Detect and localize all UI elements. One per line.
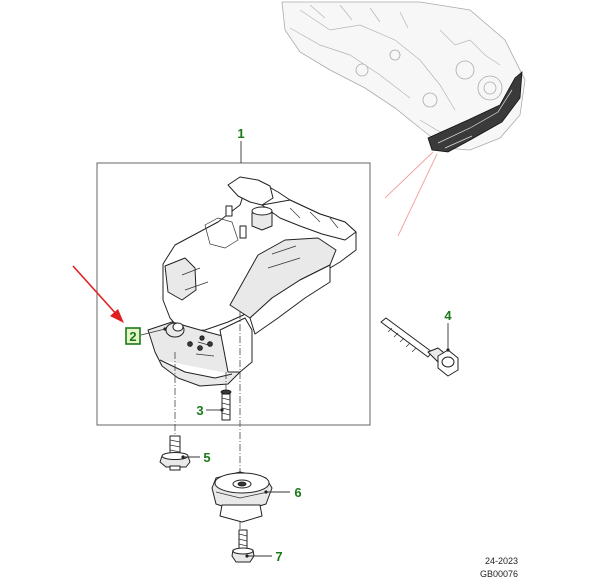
drawing-code: GB00076 <box>480 569 518 579</box>
callout-1: 1 <box>237 126 244 141</box>
callout-2: 2 <box>129 329 136 344</box>
callout-5: 5 <box>203 450 210 465</box>
mount-location-highlight <box>427 71 523 153</box>
assembly-frame <box>96 162 371 426</box>
mounting-bracket <box>147 176 357 387</box>
callout-6: 6 <box>294 485 301 500</box>
callout-4: 4 <box>444 308 452 323</box>
transmission-context-illustration <box>281 1 526 237</box>
washer-bolt <box>159 435 191 471</box>
drawing-date: 24-2023 <box>485 556 518 566</box>
red-pointer-arrow <box>72 265 124 323</box>
drawing-reference: 24-2023 GB00076 <box>480 556 518 579</box>
context-pointer-line <box>384 151 434 199</box>
small-bolt <box>220 389 232 421</box>
isolator-mount <box>211 471 273 523</box>
through-bolt <box>380 317 459 377</box>
leader-lines <box>140 141 450 558</box>
callout-3: 3 <box>196 403 203 418</box>
callout-labels: 1 2 3 4 5 6 7 <box>125 126 452 564</box>
callout-7: 7 <box>275 549 282 564</box>
bottom-bolt <box>231 529 255 563</box>
callout-2-highlight-box <box>125 327 141 345</box>
context-pointer-line <box>397 153 438 237</box>
